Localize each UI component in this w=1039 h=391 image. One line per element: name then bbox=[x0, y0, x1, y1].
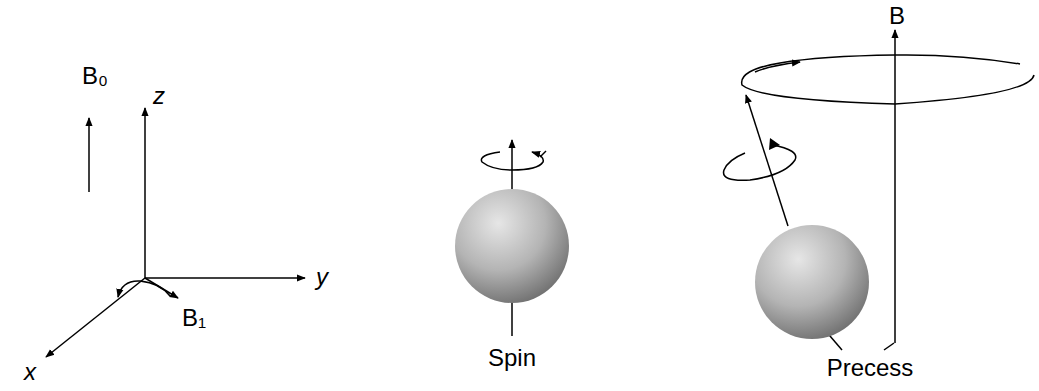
tilted-spin-rotation-head bbox=[769, 138, 780, 150]
z-axis bbox=[144, 108, 146, 278]
caption-label: Spin bbox=[488, 346, 536, 370]
b1-rotation bbox=[118, 281, 170, 297]
spin-rotation bbox=[481, 152, 543, 170]
precession-orbit bbox=[742, 55, 1034, 104]
axis-label: z bbox=[153, 84, 165, 108]
spin-axis-arrow bbox=[511, 140, 513, 189]
spin-sphere bbox=[455, 189, 569, 303]
caption-label: Precess bbox=[827, 356, 914, 380]
tilted-spin-arrow bbox=[746, 95, 788, 226]
x-axis bbox=[46, 278, 145, 357]
field-label: B bbox=[889, 4, 905, 28]
b-axis bbox=[894, 30, 896, 343]
field-label: B₀ bbox=[82, 64, 108, 88]
precession-arrow bbox=[755, 62, 800, 72]
axis-label: x bbox=[24, 360, 36, 384]
axis-label: y bbox=[316, 265, 328, 289]
spin-rotation-tip bbox=[540, 151, 546, 157]
field-label: B₁ bbox=[182, 306, 206, 330]
b0-arrow bbox=[88, 118, 90, 192]
b-leader bbox=[884, 343, 894, 350]
tilted-spin-rotation bbox=[724, 145, 796, 180]
precess-sphere bbox=[755, 225, 869, 339]
y-axis bbox=[145, 277, 305, 279]
spin-axis-bottom bbox=[511, 300, 513, 336]
